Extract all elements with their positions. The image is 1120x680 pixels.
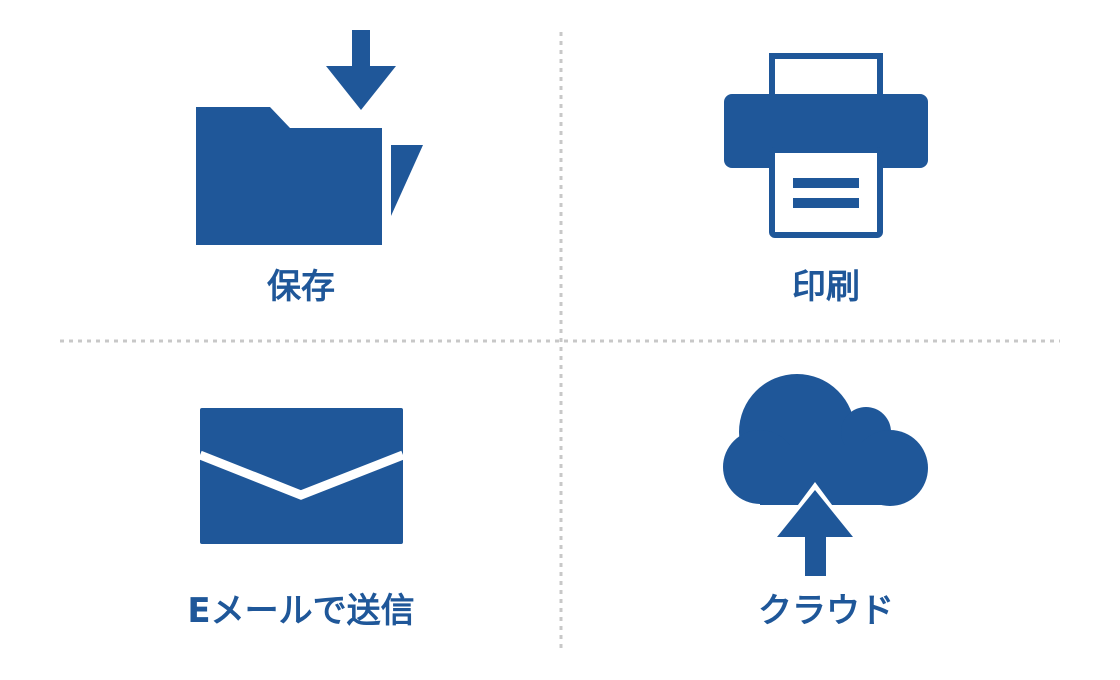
printer-icon[interactable] [724,53,928,238]
cloud-label[interactable]: クラウド [758,591,894,631]
email-label[interactable]: Eメールで送信 [187,591,415,631]
cloud-upload-icon[interactable] [723,374,928,580]
envelope-icon[interactable] [198,408,405,544]
print-label[interactable]: 印刷 [792,267,860,307]
folder-download-icon[interactable] [196,30,423,245]
save-label[interactable]: 保存 [267,267,335,307]
